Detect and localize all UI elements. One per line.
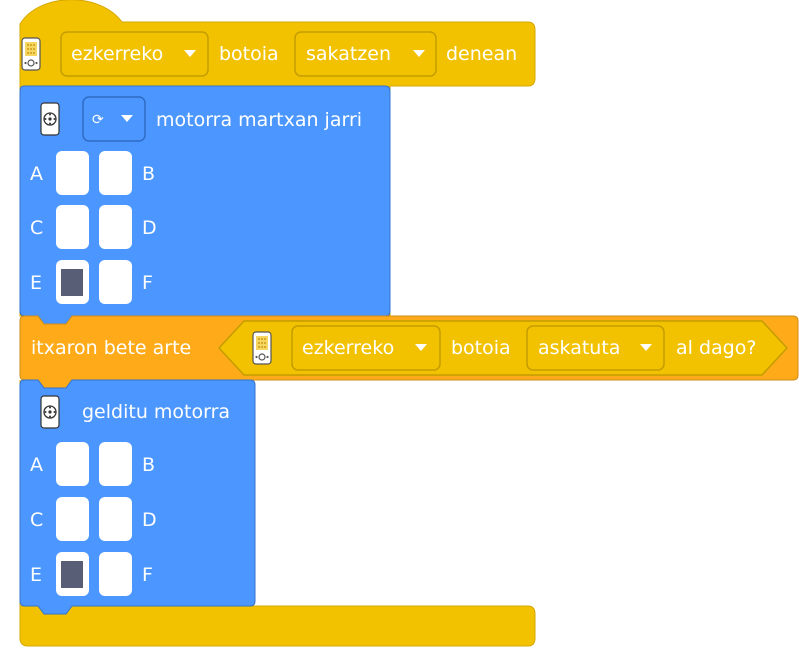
port-label-d: D [142, 217, 157, 239]
motor-icon [40, 395, 60, 429]
port-d-checkbox[interactable] [99, 205, 132, 249]
chevron-down-icon [640, 344, 652, 351]
motor-start-block[interactable]: ⟳ motorra martxan jarri A B C D E F [19, 85, 391, 325]
rotate-clockwise-icon: ⟳ [92, 112, 104, 128]
direction-dropdown[interactable]: ⟳ [82, 96, 146, 142]
hub-icon [252, 331, 272, 365]
motor-stop-label: gelditu motorra [82, 401, 230, 423]
wait-until-block[interactable]: itxaron bete arte ezkerreko [19, 315, 799, 389]
port-label-b: B [142, 163, 155, 185]
port-label-f: F [142, 564, 153, 586]
port-c-checkbox[interactable] [56, 205, 89, 249]
stop-port-b-checkbox[interactable] [99, 442, 132, 486]
port-b-checkbox[interactable] [99, 151, 132, 195]
label-denean: denean [446, 43, 517, 65]
condition-state-label: askatuta [538, 337, 620, 359]
port-label-e: E [30, 564, 42, 586]
port-e-checkbox-selected[interactable] [56, 260, 89, 304]
hub-icon [21, 37, 41, 71]
button-side-dropdown[interactable]: ezkerreko [60, 31, 209, 77]
port-label-c: C [30, 217, 43, 239]
port-label-a: A [30, 454, 43, 476]
hat-block-bottom-arm[interactable] [19, 380, 536, 647]
port-label-e: E [30, 272, 42, 294]
motor-icon [40, 102, 60, 136]
wait-until-label: itxaron bete arte [31, 337, 191, 359]
chevron-down-icon [121, 115, 133, 122]
button-state-condition[interactable]: ezkerreko botoia askatuta al dago? [217, 320, 789, 376]
chevron-down-icon [413, 50, 425, 57]
condition-button-side-dropdown[interactable]: ezkerreko [291, 325, 441, 371]
stop-port-f-checkbox[interactable] [99, 552, 132, 596]
motor-start-label: motorra martxan jarri [156, 109, 362, 131]
port-f-checkbox[interactable] [99, 260, 132, 304]
stop-port-c-checkbox[interactable] [56, 497, 89, 541]
condition-label-al-dago: al dago? [676, 337, 756, 359]
stop-port-e-checkbox-selected[interactable] [56, 552, 89, 596]
label-botoia: botoia [219, 43, 279, 65]
port-label-c: C [30, 509, 43, 531]
button-side-dropdown-label: ezkerreko [71, 43, 163, 65]
motor-stop-block[interactable]: gelditu motorra A B C D E F [19, 379, 256, 615]
chevron-down-icon [184, 50, 196, 57]
button-action-dropdown[interactable]: sakatzen [294, 31, 437, 77]
button-action-dropdown-label: sakatzen [306, 43, 391, 65]
stop-port-d-checkbox[interactable] [99, 497, 132, 541]
condition-label-botoia: botoia [451, 337, 511, 359]
port-label-d: D [142, 509, 157, 531]
condition-button-side-label: ezkerreko [302, 337, 394, 359]
port-label-b: B [142, 454, 155, 476]
chevron-down-icon [415, 344, 427, 351]
port-label-f: F [142, 272, 153, 294]
stop-port-a-checkbox[interactable] [56, 442, 89, 486]
port-a-checkbox[interactable] [56, 151, 89, 195]
port-label-a: A [30, 163, 43, 185]
condition-state-dropdown[interactable]: askatuta [526, 325, 665, 371]
